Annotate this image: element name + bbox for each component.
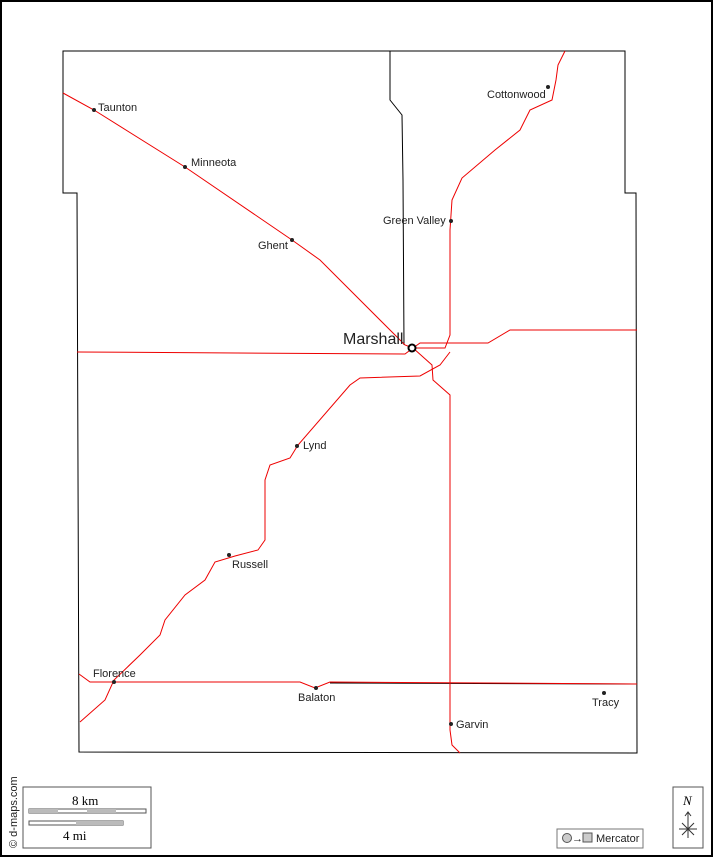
svg-text:Marshall: Marshall bbox=[343, 331, 403, 348]
scale-bar: 8 km 4 mi bbox=[22, 786, 152, 849]
svg-text:Tracy: Tracy bbox=[592, 697, 620, 709]
town-tracy[interactable]: Tracy bbox=[592, 691, 620, 709]
town-balaton[interactable]: Balaton bbox=[298, 686, 335, 704]
svg-text:4 mi: 4 mi bbox=[63, 828, 87, 843]
svg-text:Garvin: Garvin bbox=[456, 719, 488, 731]
svg-text:Balaton: Balaton bbox=[298, 692, 335, 704]
svg-text:Lynd: Lynd bbox=[303, 440, 326, 452]
town-minneota[interactable]: Minneota bbox=[183, 157, 237, 169]
svg-text:8 km: 8 km bbox=[72, 793, 98, 808]
svg-text:Taunton: Taunton bbox=[98, 102, 137, 114]
road-north bbox=[389, 51, 405, 346]
town-green-valley[interactable]: Green Valley bbox=[383, 215, 453, 227]
svg-text:Russell: Russell bbox=[232, 559, 268, 571]
road-southwest bbox=[79, 351, 451, 723]
north-arrow: N bbox=[672, 786, 704, 849]
svg-text:Florence: Florence bbox=[93, 668, 136, 680]
road-balaton bbox=[78, 673, 638, 689]
road-east bbox=[412, 329, 637, 349]
town-florence[interactable]: Florence bbox=[93, 668, 136, 684]
road-south bbox=[412, 347, 461, 754]
town-marshall[interactable]: Marshall bbox=[343, 331, 417, 353]
town-ghent[interactable]: Ghent bbox=[258, 238, 294, 252]
town-lynd[interactable]: Lynd bbox=[295, 440, 326, 452]
road-northeast bbox=[413, 50, 566, 349]
projection-label: → Mercator bbox=[556, 828, 644, 849]
road-west bbox=[76, 347, 414, 355]
road-taunton bbox=[62, 92, 414, 349]
svg-text:→: → bbox=[572, 833, 583, 845]
town-russell[interactable]: Russell bbox=[227, 553, 268, 571]
county-border bbox=[62, 50, 638, 754]
svg-text:Minneota: Minneota bbox=[191, 157, 237, 169]
svg-text:Cottonwood: Cottonwood bbox=[487, 89, 546, 101]
svg-text:Green Valley: Green Valley bbox=[383, 215, 446, 227]
town-garvin[interactable]: Garvin bbox=[449, 719, 488, 731]
svg-text:N: N bbox=[682, 793, 693, 808]
town-cottonwood[interactable]: Cottonwood bbox=[487, 85, 550, 101]
svg-text:Mercator: Mercator bbox=[596, 833, 640, 845]
town-taunton[interactable]: Taunton bbox=[92, 102, 137, 114]
copyright: © d-maps.com bbox=[8, 776, 20, 848]
svg-text:Ghent: Ghent bbox=[258, 240, 288, 252]
